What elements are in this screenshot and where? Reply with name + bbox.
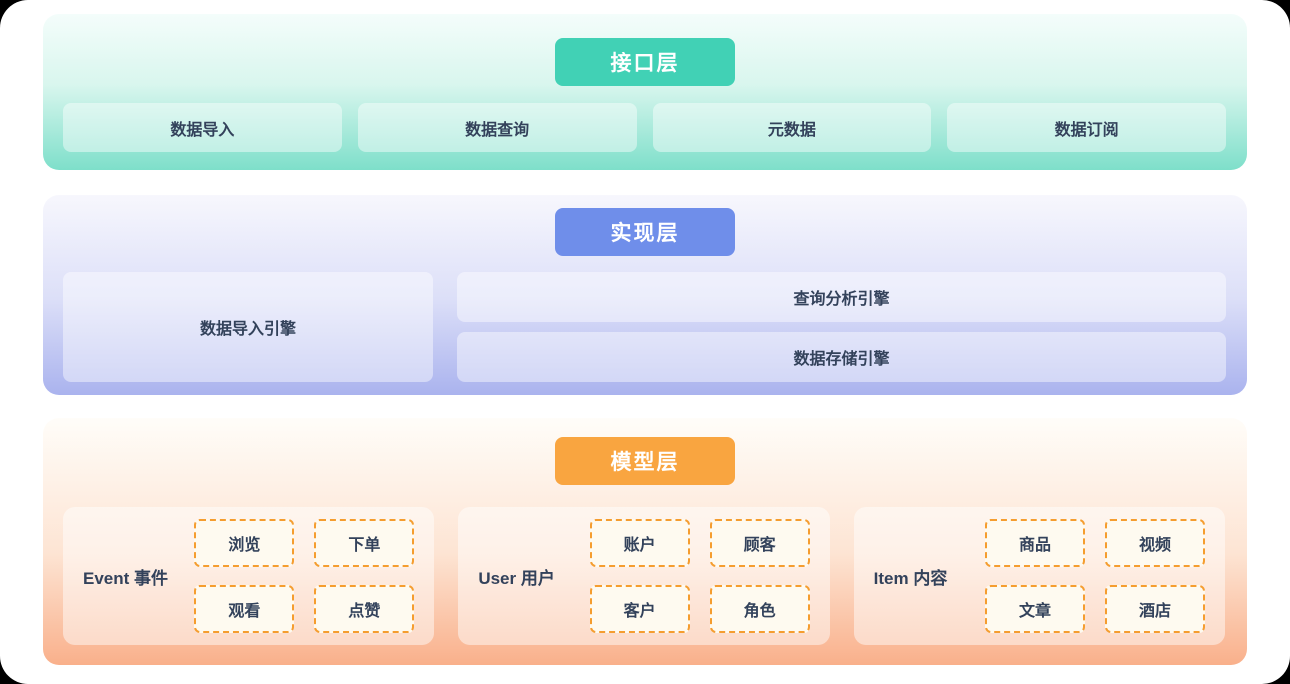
group-event-label: Event 事件 — [83, 568, 169, 588]
box-data-import: 数据导入 — [63, 103, 342, 152]
chip-browse: 浏览 — [194, 519, 295, 567]
chip-video: 视频 — [1104, 519, 1205, 567]
model-layer-section: 模型层 Event 事件 浏览 下单 观看 点赞 User 用户 账户 顾客 客… — [43, 418, 1247, 665]
chip-like: 点赞 — [314, 585, 415, 633]
chip-order: 下单 — [314, 519, 415, 567]
box-metadata: 元数据 — [652, 103, 932, 152]
chip-watch: 观看 — [194, 585, 295, 633]
group-event-chips: 浏览 下单 观看 点赞 — [194, 519, 415, 633]
implementation-layer-items: 数据导入引擎 查询分析引擎 数据存储引擎 — [63, 272, 1226, 382]
group-item-label: Item 内容 — [873, 568, 948, 588]
chip-hotel: 酒店 — [1104, 585, 1205, 633]
box-data-import-engine: 数据导入引擎 — [63, 272, 433, 382]
group-user: User 用户 账户 顾客 客户 角色 — [458, 507, 830, 645]
chip-role: 角色 — [709, 585, 810, 633]
chip-account: 账户 — [589, 519, 690, 567]
chip-client: 客户 — [589, 585, 690, 633]
box-data-subscription: 数据订阅 — [947, 103, 1226, 152]
box-data-query: 数据查询 — [357, 103, 637, 152]
chip-article: 文章 — [984, 585, 1085, 633]
implementation-layer-badge: 实现层 — [555, 208, 735, 256]
implementation-layer-section: 实现层 数据导入引擎 查询分析引擎 数据存储引擎 — [43, 195, 1247, 395]
interface-layer-items: 数据导入 数据查询 元数据 数据订阅 — [63, 103, 1226, 152]
interface-layer-badge: 接口层 — [555, 38, 735, 86]
chip-customer: 顾客 — [709, 519, 810, 567]
group-user-chips: 账户 顾客 客户 角色 — [589, 519, 810, 633]
model-layer-groups: Event 事件 浏览 下单 观看 点赞 User 用户 账户 顾客 客户 角色 — [63, 507, 1225, 645]
chip-product: 商品 — [984, 519, 1085, 567]
implementation-right-column: 查询分析引擎 数据存储引擎 — [457, 272, 1226, 382]
model-layer-badge: 模型层 — [555, 437, 735, 485]
group-user-label: User 用户 — [478, 568, 555, 588]
interface-layer-section: 接口层 数据导入 数据查询 元数据 数据订阅 — [43, 14, 1247, 170]
box-query-analysis-engine: 查询分析引擎 — [457, 272, 1226, 322]
box-data-storage-engine: 数据存储引擎 — [457, 332, 1226, 382]
group-item-chips: 商品 视频 文章 酒店 — [984, 519, 1205, 633]
group-item: Item 内容 商品 视频 文章 酒店 — [853, 507, 1225, 645]
group-event: Event 事件 浏览 下单 观看 点赞 — [63, 507, 435, 645]
